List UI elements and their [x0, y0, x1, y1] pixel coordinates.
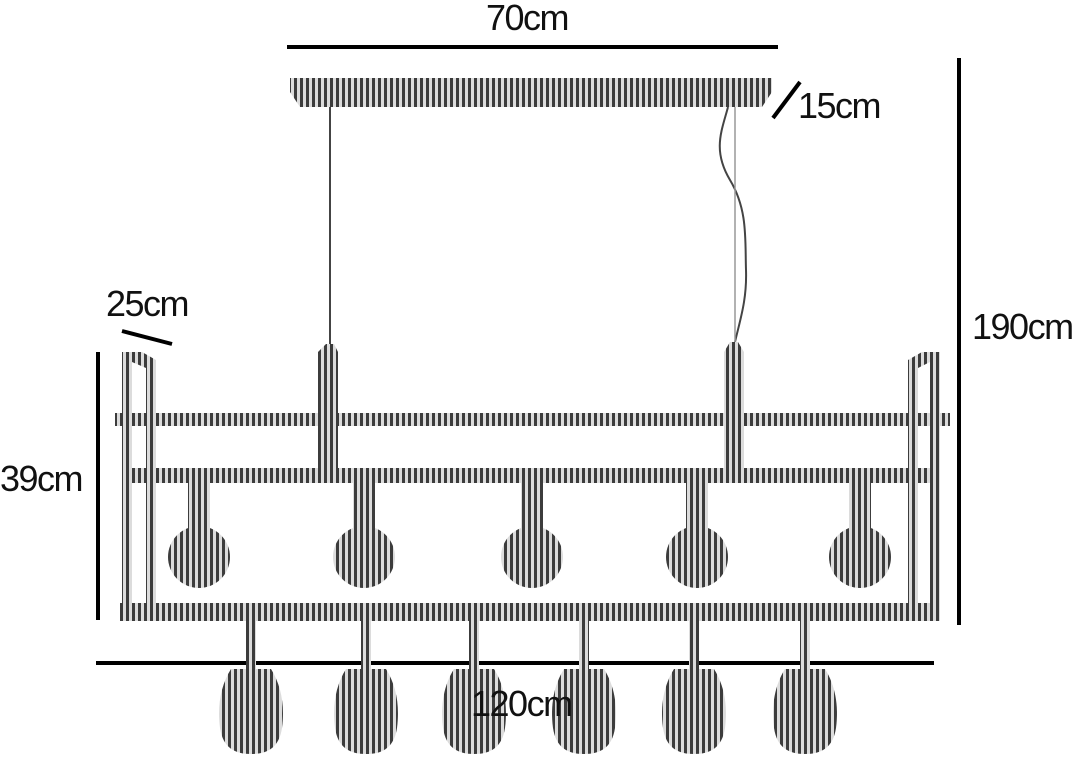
frame-depth-label: 25cm — [106, 283, 190, 324]
right-hanger-post — [724, 342, 744, 477]
right-cable — [718, 106, 748, 343]
glass-stem — [246, 621, 256, 669]
glass-stem — [469, 621, 479, 669]
bulb — [168, 483, 230, 588]
glass-stem — [361, 621, 371, 669]
bulb-socket — [353, 483, 375, 528]
glass-bowl — [552, 669, 616, 754]
right-end-frame — [908, 352, 940, 615]
left-hanger-post — [318, 344, 338, 477]
total-height-label: 190cm — [972, 306, 1074, 347]
bulb-globe — [333, 526, 395, 588]
middle-rail — [130, 468, 930, 483]
frame — [115, 342, 950, 621]
glass-bowl — [442, 669, 506, 754]
glass-bowl — [334, 669, 398, 754]
bulb-socket — [521, 483, 543, 528]
wine-glass — [334, 621, 398, 754]
bulb-globe — [168, 526, 230, 588]
bulb — [829, 483, 891, 588]
left-end-frame — [122, 352, 156, 615]
bulb-socket — [188, 483, 210, 528]
frame-depth-line — [121, 329, 173, 346]
glass-bowl — [773, 669, 837, 754]
wine-glass — [552, 621, 616, 754]
glass-stem — [800, 621, 810, 669]
glass-bowl — [219, 669, 283, 754]
wine-glass — [662, 621, 726, 754]
bulb — [666, 483, 728, 588]
bulb-globe — [829, 526, 891, 588]
total-width-label: 120cm — [471, 683, 573, 724]
bulb-globe — [666, 526, 728, 588]
glass-stem — [579, 621, 589, 669]
bottom-rail — [120, 603, 940, 621]
upper-rail — [115, 413, 950, 426]
bulb-socket — [849, 483, 871, 528]
canopy-depth-label: 15cm — [798, 85, 882, 126]
bulb — [333, 483, 395, 588]
suspension-cables — [329, 106, 748, 345]
glass-bowl — [662, 669, 726, 754]
bulbs — [168, 483, 891, 588]
wine-glass — [219, 621, 283, 754]
top-width-label: 70cm — [486, 0, 570, 38]
ceiling-canopy — [290, 78, 772, 107]
wine-glass — [773, 621, 837, 754]
canopy-depth-line — [771, 80, 802, 120]
bulb — [501, 483, 563, 588]
bulb-globe — [501, 526, 563, 588]
glass-stem — [689, 621, 699, 669]
bulb-socket — [686, 483, 708, 528]
frame-height-label: 39cm — [0, 458, 84, 499]
dimension-lines — [96, 45, 961, 665]
wine-glasses — [219, 621, 837, 754]
wine-glass — [442, 621, 506, 754]
